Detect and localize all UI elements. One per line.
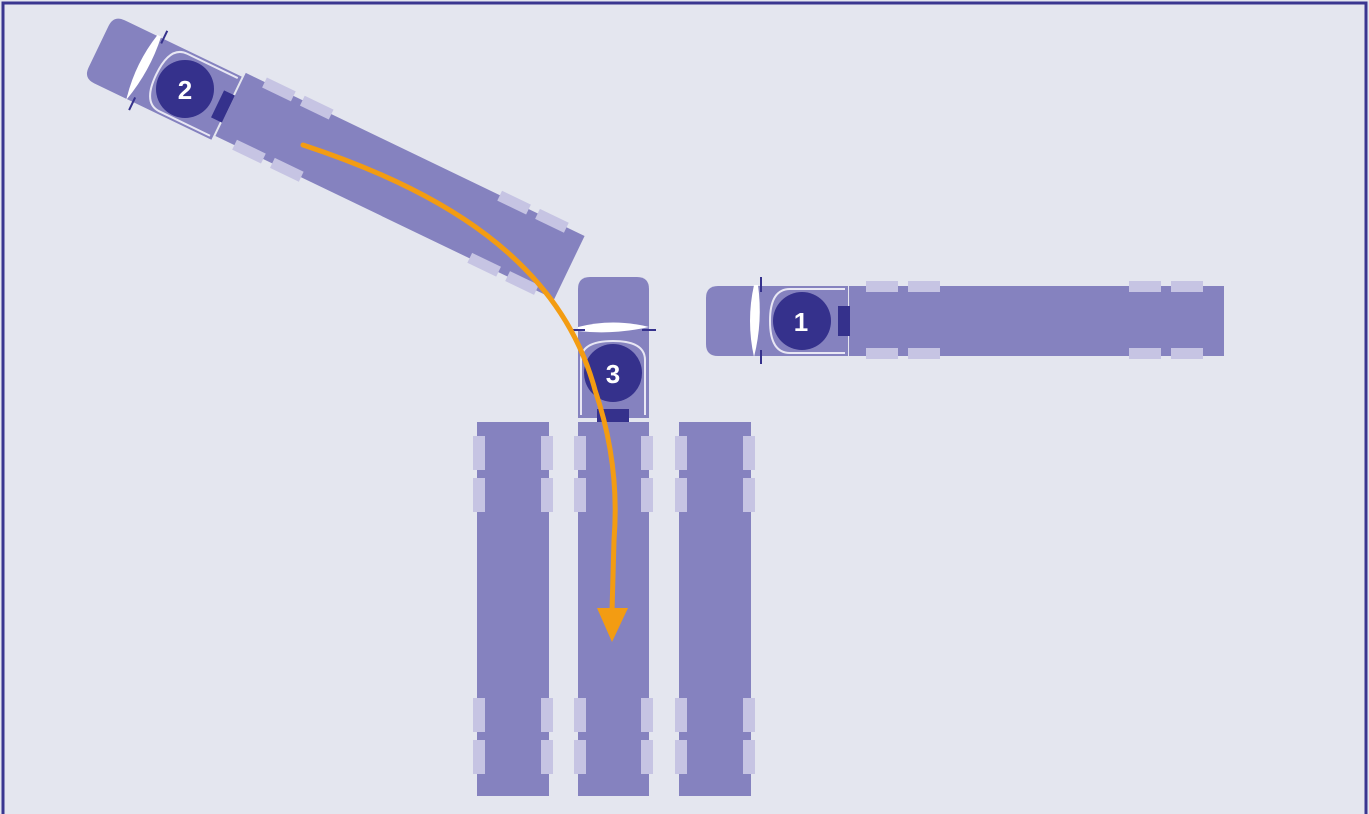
- vehicle-3: 3: [570, 277, 656, 422]
- vehicle-3-badge: [584, 344, 642, 402]
- maneuver-path: [300, 142, 628, 642]
- vehicle-1-badge: [773, 292, 831, 350]
- maneuver-path-line: [300, 142, 618, 615]
- vehicle-2-badge: [156, 60, 214, 118]
- vehicle-2-hitch: [211, 90, 235, 123]
- vehicle-1: 1: [706, 277, 1224, 364]
- vehicle-1-trailer: [849, 286, 1224, 356]
- vehicle-1-hitch: [838, 306, 850, 336]
- parked-trailer-right: [675, 422, 755, 796]
- arrow-down-icon: [597, 608, 628, 642]
- vehicle-2-label: 2: [178, 75, 192, 105]
- vehicle-3-label: 3: [606, 359, 620, 389]
- vehicle-1-label: 1: [794, 307, 808, 337]
- parked-trailer-left: [473, 422, 553, 796]
